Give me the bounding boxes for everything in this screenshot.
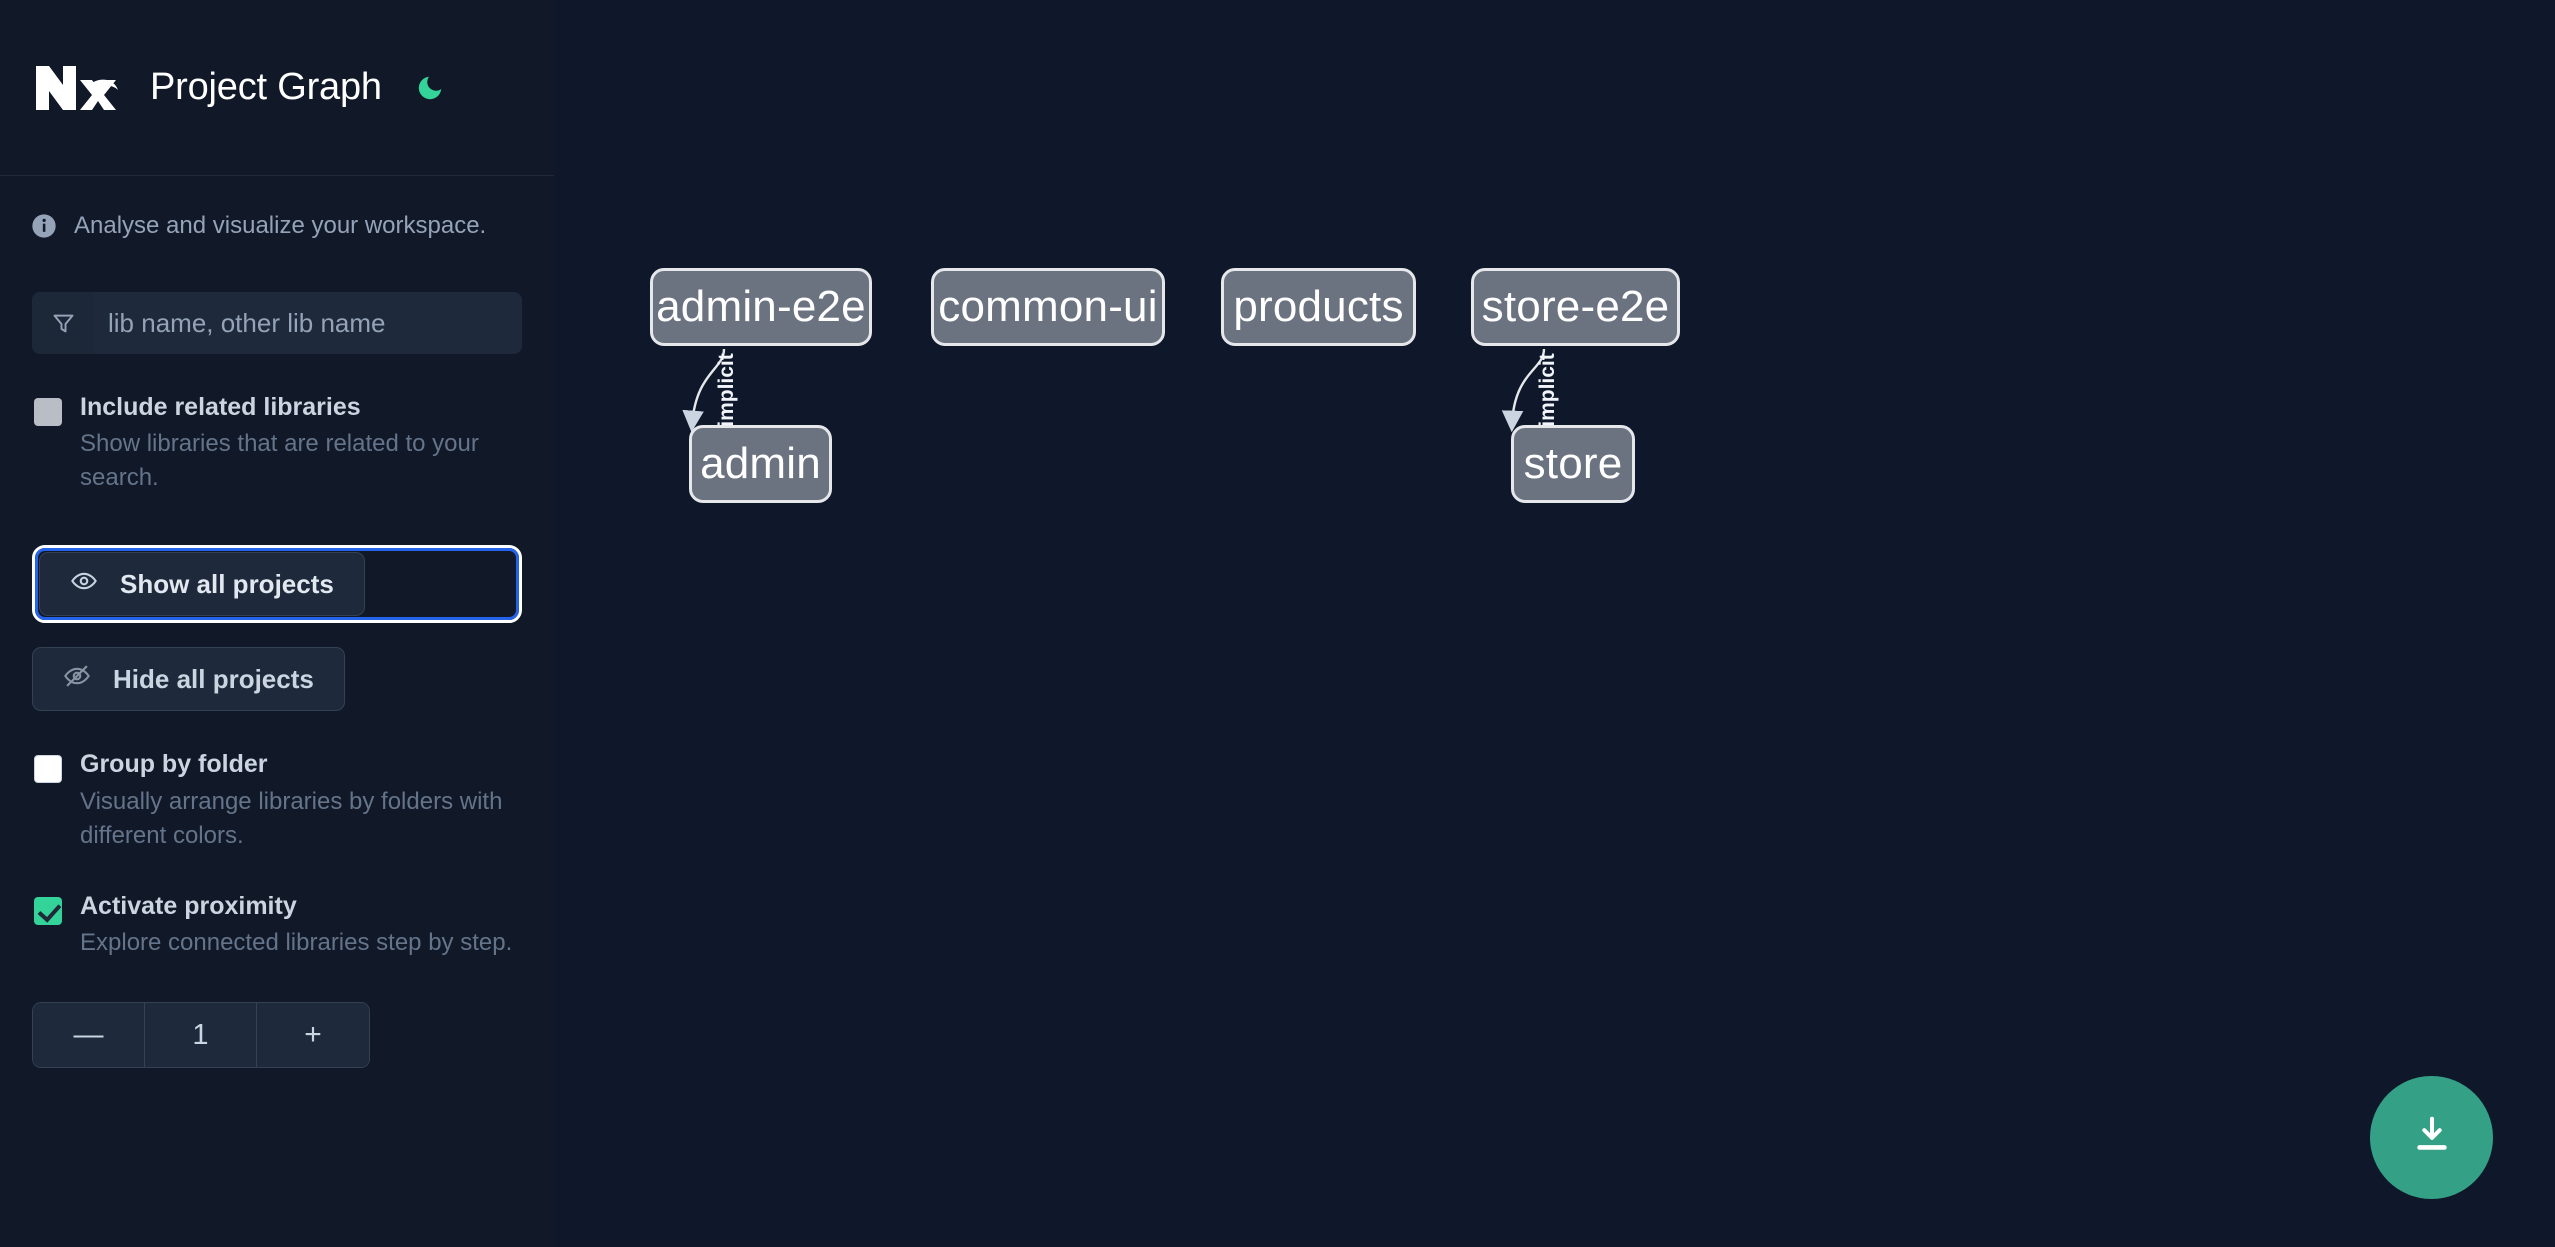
sidebar-header: Project Graph xyxy=(0,0,554,176)
graph-node-products[interactable]: products xyxy=(1221,268,1416,346)
edge-label-store-implicit: implicit xyxy=(1535,353,1559,427)
graph-node-admin-e2e[interactable]: admin-e2e xyxy=(650,268,872,346)
node-label: store-e2e xyxy=(1481,282,1670,331)
search-input[interactable] xyxy=(94,292,522,354)
option-description: Show libraries that are related to your … xyxy=(80,430,479,492)
graph-edges xyxy=(682,348,1546,433)
eye-off-icon xyxy=(63,662,91,697)
nx-logo-icon xyxy=(32,62,128,114)
graph-node-admin[interactable]: admin xyxy=(689,425,832,503)
graph-node-store-e2e[interactable]: store-e2e xyxy=(1471,268,1680,346)
graph-node-store[interactable]: store xyxy=(1511,425,1635,503)
edge-label-admin-implicit: implicit xyxy=(714,353,738,427)
show-all-projects-label: Show all projects xyxy=(120,568,334,599)
option-description: Visually arrange libraries by folders wi… xyxy=(80,787,503,849)
page-title: Project Graph xyxy=(150,66,382,108)
hide-all-projects-button[interactable]: Hide all projects xyxy=(32,647,345,712)
sidebar-body: Include related libraries Show libraries… xyxy=(0,292,554,1069)
checkbox-group-by-folder[interactable] xyxy=(34,755,62,784)
moon-icon[interactable] xyxy=(410,68,450,108)
download-graph-button[interactable] xyxy=(2370,1076,2493,1199)
proximity-decrement-button[interactable]: — xyxy=(33,1003,145,1068)
graph-canvas[interactable]: admin-e2e common-ui products store-e2e a… xyxy=(554,0,2555,1247)
option-label: Group by folder xyxy=(80,750,268,779)
show-all-projects-button[interactable]: Show all projects xyxy=(39,552,365,617)
eye-icon xyxy=(70,567,98,602)
show-all-projects-focus-ring: Show all projects xyxy=(32,545,522,624)
checkbox-include-related-libraries[interactable] xyxy=(34,398,62,426)
checkbox-activate-proximity[interactable] xyxy=(34,896,62,925)
sidebar: Project Graph Analyse and visualize your… xyxy=(0,0,554,1247)
node-label: admin-e2e xyxy=(656,282,866,331)
proximity-value[interactable]: 1 xyxy=(145,1003,257,1068)
hide-all-projects-wrap: Hide all projects xyxy=(32,647,522,712)
workspace-info: Analyse and visualize your workspace. xyxy=(0,176,554,240)
search-box[interactable] xyxy=(32,292,522,354)
workspace-info-text: Analyse and visualize your workspace. xyxy=(74,212,487,239)
filter-funnel-icon xyxy=(32,292,94,354)
node-label: common-ui xyxy=(938,282,1158,331)
option-description: Explore connected libraries step by step… xyxy=(80,929,513,957)
node-label: store xyxy=(1523,439,1623,488)
proximity-increment-button[interactable]: + xyxy=(257,1003,369,1068)
proximity-stepper[interactable]: — 1 + xyxy=(32,1002,370,1069)
node-label: admin xyxy=(700,439,821,488)
option-include-related-libraries[interactable]: Include related libraries Show libraries… xyxy=(32,392,522,495)
node-label: products xyxy=(1233,282,1404,331)
hide-all-projects-label: Hide all projects xyxy=(113,663,314,694)
option-label: Activate proximity xyxy=(80,891,297,920)
info-circle-icon xyxy=(30,212,58,240)
option-activate-proximity[interactable]: Activate proximity Explore connected lib… xyxy=(32,891,522,960)
option-label: Include related libraries xyxy=(80,393,361,421)
graph-node-common-ui[interactable]: common-ui xyxy=(931,268,1165,346)
option-group-by-folder[interactable]: Group by folder Visually arrange librari… xyxy=(32,749,522,852)
download-icon xyxy=(2409,1112,2455,1163)
